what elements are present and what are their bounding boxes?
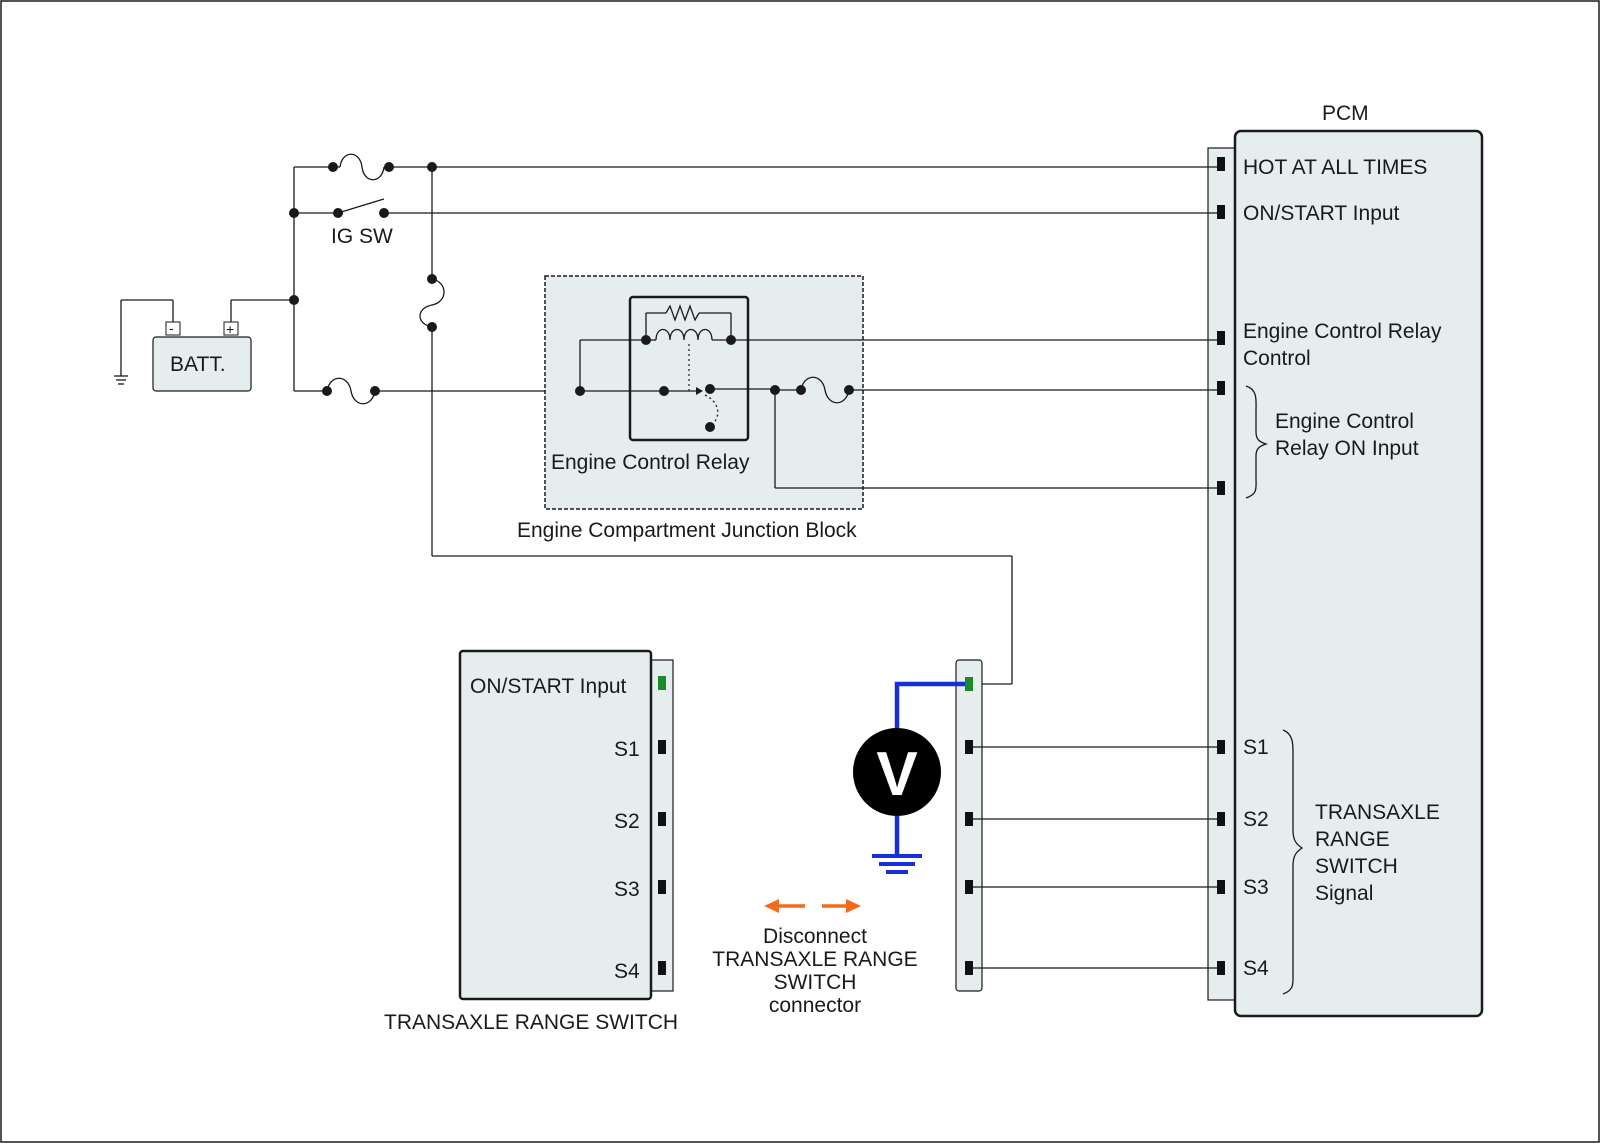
trs-label: TRANSAXLE RANGE SWITCH (384, 1011, 678, 1034)
pcm-pin-s2 (1217, 812, 1225, 826)
relay-label: Engine Control Relay (551, 451, 750, 474)
harness-pin-s1 (965, 740, 973, 754)
battery-label: BATT. (170, 353, 226, 376)
pcm-label-ecr-on-2: Relay ON Input (1275, 437, 1419, 460)
pcm-pin-s4 (1217, 961, 1225, 975)
junction-block: Engine Control Relay Engine Compartment … (517, 275, 1217, 542)
pcm-label-ecr-control-2: Control (1243, 347, 1311, 370)
harness-connector (955, 659, 1217, 992)
pcm-label-trs-2: RANGE (1315, 828, 1390, 851)
instruction-line-4: connector (769, 994, 861, 1017)
junction-block-label: Engine Compartment Junction Block (517, 519, 857, 542)
power-wiring: IG SW (114, 153, 1217, 685)
fuse-relay (326, 377, 376, 405)
pcm-label-s4: S4 (1243, 957, 1269, 980)
pcm-label-ecr-on-1: Engine Control (1275, 410, 1414, 433)
pcm-pin-ecr-on-2 (1217, 481, 1225, 495)
pcm-pin-s1 (1217, 740, 1225, 754)
pcm-pin-on-start (1217, 205, 1225, 219)
pcm-label-on-start: ON/START Input (1243, 202, 1400, 225)
battery-neg-terminal (165, 321, 181, 336)
brace-ecr-on (1245, 385, 1269, 499)
brace-trs-signal (1282, 729, 1304, 995)
trs-pin-s3 (658, 880, 666, 894)
pcm-label-ecr-control-1: Engine Control Relay (1243, 320, 1442, 343)
voltmeter-symbol: V (876, 740, 917, 809)
trs-label-s4: S4 (614, 960, 640, 983)
harness-pin-s2 (965, 812, 973, 826)
instruction-line-2: TRANSAXLE RANGE (712, 948, 917, 971)
relay-box (628, 295, 750, 442)
arrow-right-icon (846, 899, 861, 913)
battery-pos-terminal (223, 321, 239, 336)
pcm-label-s3: S3 (1243, 876, 1269, 899)
harness-pin-s3 (965, 880, 973, 894)
pcm-label-s1: S1 (1243, 736, 1269, 759)
harness-pin-s4 (965, 961, 973, 975)
relay-resistor (665, 304, 700, 322)
trs-pin-s1 (658, 740, 666, 754)
trs-pin-s2 (658, 812, 666, 826)
pcm-label-hot: HOT AT ALL TIMES (1243, 156, 1427, 179)
fuse-hot (339, 153, 385, 181)
voltmeter: V (853, 681, 965, 874)
voltmeter-body (853, 728, 941, 816)
disconnect-instruction: Disconnect TRANSAXLE RANGE SWITCH connec… (712, 899, 918, 1017)
pcm-label-s2: S2 (1243, 808, 1269, 831)
trs-label-s2: S2 (614, 810, 640, 833)
trs-label-s3: S3 (614, 878, 640, 901)
trs-pin-s4 (658, 961, 666, 975)
trs-pin-on-start (658, 676, 666, 690)
ignition-switch-blade (337, 198, 385, 214)
pcm-module: PCM HOT AT ALL TIMES ON/START Input Engi… (1207, 102, 1484, 1018)
transaxle-range-switch: ON/START Input S1 S2 S3 S4 TRANSAXLE RAN… (384, 649, 678, 1034)
pcm-label-trs-4: Signal (1315, 882, 1373, 905)
pcm-body (1233, 129, 1484, 1018)
pcm-pin-hot (1217, 157, 1225, 171)
trs-label-s1: S1 (614, 738, 640, 761)
fuse-relay-out (800, 376, 850, 404)
battery-body (152, 336, 252, 392)
instruction-line-3: SWITCH (774, 971, 857, 994)
pcm-pin-ecr-on-1 (1217, 381, 1225, 395)
arrow-left-icon (764, 899, 779, 913)
trs-body (458, 649, 653, 1001)
ignition-switch-label: IG SW (331, 225, 393, 248)
instruction-line-1: Disconnect (763, 925, 867, 948)
pcm-pin-s3 (1217, 880, 1225, 894)
pcm-title: PCM (1322, 102, 1369, 125)
pcm-label-trs-3: SWITCH (1315, 855, 1398, 878)
pcm-connector-strip (1207, 147, 1236, 1001)
battery: - + BATT. (152, 320, 252, 392)
pcm-label-trs-1: TRANSAXLE (1315, 801, 1440, 824)
harness-pin-on-start (965, 677, 973, 691)
trs-label-on-start: ON/START Input (470, 675, 627, 698)
relay-coil (655, 328, 713, 341)
pcm-pin-ecr-control (1217, 331, 1225, 345)
battery-neg-label: - (169, 320, 174, 336)
battery-pos-label: + (226, 321, 234, 337)
voltmeter-lead (894, 681, 965, 728)
fuse-on-start (419, 278, 445, 328)
